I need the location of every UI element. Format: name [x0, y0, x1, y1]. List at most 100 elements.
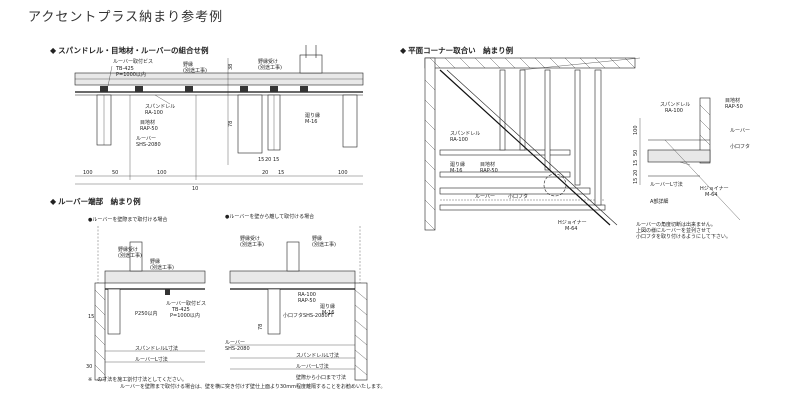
corner-plan: スパンドレル RA-100 廻り縁 M-16 目地材 RAP-50 ルーバー 小…: [424, 57, 641, 232]
corner-detail-a: 100 50 15 20 15 スパンドレル RA-100 目地材 RAP-50…: [633, 97, 750, 240]
svg-text:100: 100: [157, 170, 167, 176]
corner-louver-label: ルーバー: [475, 194, 495, 200]
diamond-bullet-icon: ◆: [50, 46, 57, 55]
detail-joint-label: 目地材: [725, 97, 740, 104]
corner-hjoiner-label: Hジョイナー: [558, 220, 587, 226]
svg-text:(別途工事): (別途工事): [150, 264, 174, 271]
svg-text:20: 20: [265, 157, 271, 163]
corner-note-2: 上図の様にルーバーを並列させて: [636, 227, 711, 234]
detail-spandrel-label: スパンドレル: [660, 102, 690, 108]
svg-text:RAP-50: RAP-50: [140, 126, 158, 132]
svg-text:SHS-2080: SHS-2080: [225, 346, 250, 352]
corner-note-1: ルーバーの角度切断は出来ません。: [636, 221, 716, 228]
section-heading-louver-end: ◆ルーバー端部 納まり例: [50, 197, 141, 206]
svg-text:(別途工事): (別途工事): [240, 241, 264, 248]
svg-text:100: 100: [83, 170, 93, 176]
section-heading-combination: ◆スパンドレル・目地材・ルーバーの組合せ例: [50, 46, 209, 55]
svg-text:RA-100: RA-100: [145, 110, 163, 116]
section-heading-corner: ◆平面コーナー取合い 納まり例: [400, 46, 514, 55]
detail-section-label: A部詳細: [650, 198, 668, 205]
svg-text:100: 100: [338, 170, 348, 176]
right-ceiling-label: 野縁: [312, 235, 322, 242]
right-case-heading: ●ルーバーを壁から離して取付ける場合: [225, 213, 314, 220]
right-spandrel-length: スパンドレルL寸法: [296, 352, 339, 359]
svg-text:M-16: M-16: [305, 119, 317, 125]
corner-joint-label: 目地材: [480, 161, 495, 168]
svg-text:78: 78: [258, 324, 264, 330]
right-edge-label: 廻り縁: [320, 303, 335, 310]
joint-label: 目地材: [140, 119, 155, 126]
svg-text:15: 15: [278, 170, 284, 176]
svg-text:M-16: M-16: [450, 168, 462, 174]
svg-text:TB-425: TB-425: [171, 307, 190, 313]
louver-section: [237, 94, 263, 154]
left-hanger-label: 野縁受け: [118, 246, 138, 253]
svg-text:P=1000以内: P=1000以内: [116, 71, 146, 78]
spandrel-clips: [100, 86, 308, 92]
svg-text:15: 15: [88, 314, 94, 320]
svg-text:(別途工事): (別途工事): [183, 67, 207, 74]
svg-text:15: 15: [633, 160, 639, 166]
corner-note-3: 小口フタを取り付けるようにして下さい。: [636, 233, 731, 240]
svg-text:38: 38: [228, 64, 234, 70]
svg-text:RA-100: RA-100: [665, 108, 683, 114]
ceiling-joist-label: 野縁: [183, 61, 193, 68]
louver-blades: [96, 94, 358, 151]
louver-screw-label: ルーバー取付ビス: [113, 58, 153, 65]
svg-text:15: 15: [273, 157, 279, 163]
louver-label: ルーバー: [136, 136, 156, 142]
svg-text:M-64: M-64: [705, 192, 717, 198]
left-louver-length: ルーバーL寸法: [135, 356, 168, 363]
detail-a-circle: [543, 173, 567, 197]
right-louver-label: ルーバー: [225, 340, 245, 346]
svg-text:SHS-2080: SHS-2080: [136, 142, 161, 148]
corner-edge-label: 廻り縁: [450, 161, 465, 168]
bottom-dimensions: 100 50 100 10 15 20 15 20 15 100: [83, 157, 348, 192]
svg-text:RAP-50: RAP-50: [480, 168, 498, 174]
svg-text:P=1000以内: P=1000以内: [170, 312, 200, 319]
svg-text:(別途工事): (別途工事): [312, 241, 336, 248]
left-pitch-label: P250以内: [135, 310, 158, 317]
note-dimension: ※ の寸法を施工割付寸法としてください。: [88, 376, 187, 383]
left-ceiling-label: 野縁: [150, 258, 160, 265]
svg-text:10: 10: [192, 186, 198, 192]
svg-text:(別途工事): (別途工事): [118, 252, 142, 259]
corner-cap-label: 小口フタ: [508, 193, 528, 200]
diamond-bullet-icon: ◆: [50, 197, 57, 206]
note-wall-gap: ルーバーを壁際まで取付ける場合は、壁を横に突き付けず壁仕上面より30mm程度離隔…: [120, 383, 385, 390]
right-wall-distance: 壁際から小口まで寸法: [296, 374, 346, 381]
detail-louver-label: ルーバー: [730, 128, 750, 134]
louver-end-left: ●ルーバーを壁際まで取付ける場合 野縁受け (別途工事) 野縁 (別途工事) ル…: [86, 216, 206, 381]
svg-text:RAP-50: RAP-50: [725, 104, 743, 110]
joist-hanger-label: 野縁受け: [258, 58, 278, 65]
edge-trim-label: 廻り縁: [305, 112, 320, 119]
combination-elevation: 38 78 100 50 100 10 15 20 15 20 15 100 ル…: [74, 45, 364, 192]
spandrel-label: スパンドレル: [145, 104, 175, 110]
svg-text:30: 30: [86, 364, 92, 370]
svg-text:15: 15: [633, 178, 639, 184]
svg-text:100: 100: [633, 125, 639, 135]
joist-hanger: [299, 54, 323, 74]
right-louver-length: ルーバーL寸法: [296, 363, 329, 370]
left-spandrel-length: スパンドレルL寸法: [135, 345, 178, 352]
right-hanger-label: 野縁受け: [240, 235, 260, 242]
svg-text:RA-100: RA-100: [450, 137, 468, 143]
detail-cap-label: 小口フタ: [730, 143, 750, 150]
svg-text:20: 20: [262, 170, 268, 176]
corner-spandrel-label: スパンドレル: [450, 131, 480, 137]
right-cap-label: 小口フタSHS-2080FT: [283, 312, 334, 319]
left-case-heading: ●ルーバーを壁際まで取付ける場合: [88, 216, 167, 223]
detail-length-label: ルーバーL寸法: [650, 181, 683, 188]
svg-text:15: 15: [258, 157, 264, 163]
right-joint-code: RAP-50: [298, 298, 316, 304]
svg-text:M-16: M-16: [322, 310, 334, 316]
page-title: アクセントプラス納まり参考例: [28, 10, 224, 25]
svg-text:20: 20: [633, 170, 639, 176]
svg-text:50: 50: [633, 150, 639, 156]
right-spandrel-code: RA-100: [298, 292, 316, 298]
diamond-bullet-icon: ◆: [400, 46, 407, 55]
svg-text:78: 78: [228, 121, 234, 127]
svg-text:50: 50: [112, 170, 118, 176]
louver-end-right: ●ルーバーを壁から離して取付ける場合 野縁受け (別途工事) 野縁 (別途工事)…: [225, 213, 368, 381]
